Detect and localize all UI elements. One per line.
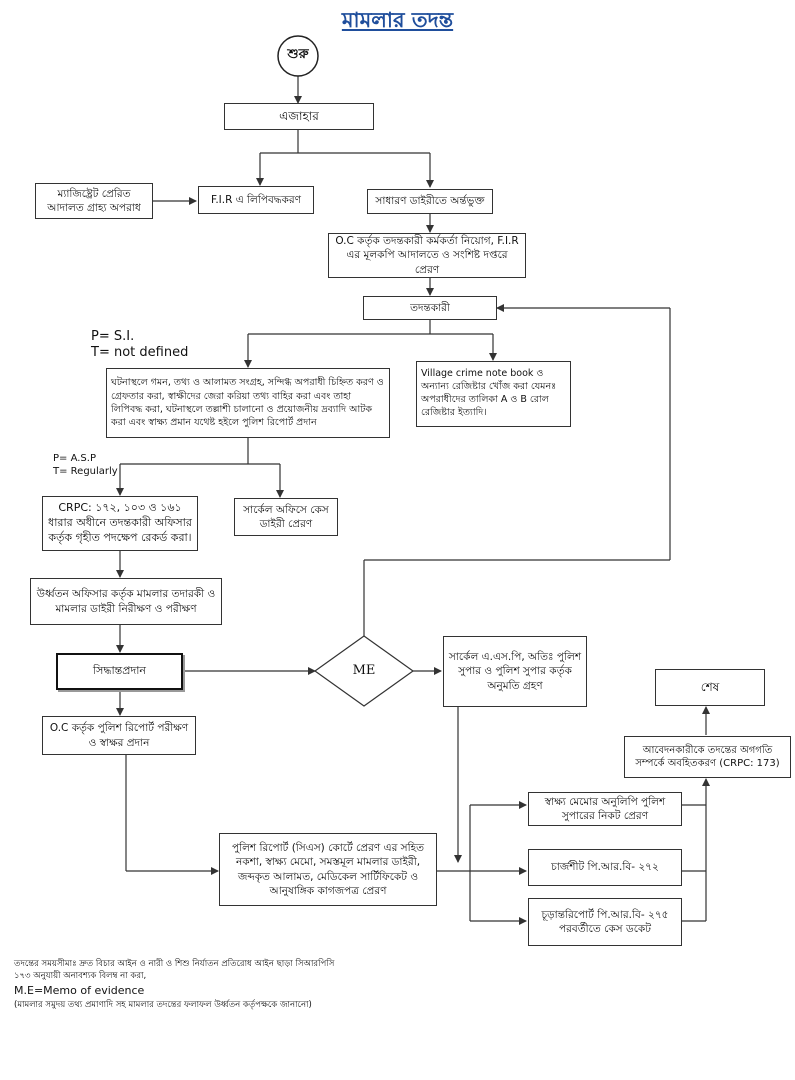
crpc-record-box: CRPC: ১৭২, ১০৩ ও ১৬১ ধারার অধীনে তদন্তকা… xyxy=(42,496,198,551)
memo-copy-box: স্বাক্ষ্য মেমোর অনুলিপি পুলিশ সুপারের নি… xyxy=(528,792,682,826)
circle-asp-box: সার্কেল এ.এস.পি, অতিঃ পুলিশ সুপার ও পুলি… xyxy=(443,636,587,707)
start-node-label: শুরু xyxy=(287,47,309,62)
circle-office-box: সার্কেল অফিসে কেস ডাইরী প্রেরণ xyxy=(234,498,338,536)
page-title: মামলার তদন্ত xyxy=(341,8,454,32)
inform-box: আবেদনকারীকে তদন্তের অগগতি সম্পর্কে অবহিত… xyxy=(624,736,791,778)
send-court-box: পুলিশ রিপোর্ট (সিএস) কোর্টে প্রেরণ এর সহ… xyxy=(219,833,437,906)
village-register-box: Village crime note book ও অন্যান্য রেজিষ… xyxy=(416,361,571,427)
decision-box: সিদ্ধান্তপ্রদান xyxy=(56,653,183,690)
footnote-line-2: M.E=Memo of evidence xyxy=(14,983,145,997)
chargesheet-box: চার্জশীট পি.আর.বি- ২৭২ xyxy=(528,849,682,886)
scene-work-box: ঘটনাস্থলে গমন, তথ্য ও আলামত সংগ্রহ, সন্দ… xyxy=(106,368,390,438)
end-box: শেষ xyxy=(655,669,765,706)
me-decision-shape xyxy=(313,635,415,707)
p-asp-label: P= A.S.P xyxy=(53,453,96,464)
ejahar-box: এজাহার xyxy=(224,103,374,130)
magistrate-box: ম্যাজিষ্ট্রেট প্রেরিত আদালত গ্রাহ্য অপরা… xyxy=(35,183,153,219)
footnote-line-1: তদন্তের সময়সীমাঃ দ্রুত বিচার আইন ও নারী… xyxy=(14,959,335,982)
t-regularly-label: T= Regularly xyxy=(53,466,118,477)
footnote: তদন্তের সময়সীমাঃ দ্রুত বিচার আইন ও নারী… xyxy=(14,958,344,1011)
investigation-box: তদন্তকারী xyxy=(363,296,497,320)
supervision-box: উর্ধ্বতন অফিসার কর্তৃক মামলার তদারকী ও ম… xyxy=(30,578,222,625)
p-si-label: P= S.I. xyxy=(91,329,135,344)
footnote-line-3: (মামলার সমুদয় তথ্য প্রমাণাদি সহ মামলার … xyxy=(14,999,312,1010)
final-report-box: চূড়ান্তরিপোর্ট পি.আর.বি- ২৭৫ পরবর্তীতে … xyxy=(528,898,682,946)
oc-appoint-box: O.C কর্তৃক তদন্তকারী কর্মকর্তা নিয়োগ, F… xyxy=(328,233,526,278)
gd-entry-box: সাধারণ ডাইরীতে অর্ন্তভুক্ত xyxy=(367,189,493,214)
t-notdefined-label: T= not defined xyxy=(91,345,189,360)
me-decision-label: ME xyxy=(352,663,376,678)
oc-sign-box: O.C কর্তৃক পুলিশ রিপোর্ট পরীক্ষণ ও স্বাক… xyxy=(42,716,196,755)
fir-record-box: F.I.R এ লিপিবদ্ধকরণ xyxy=(198,186,314,214)
start-node-shape xyxy=(277,35,319,77)
